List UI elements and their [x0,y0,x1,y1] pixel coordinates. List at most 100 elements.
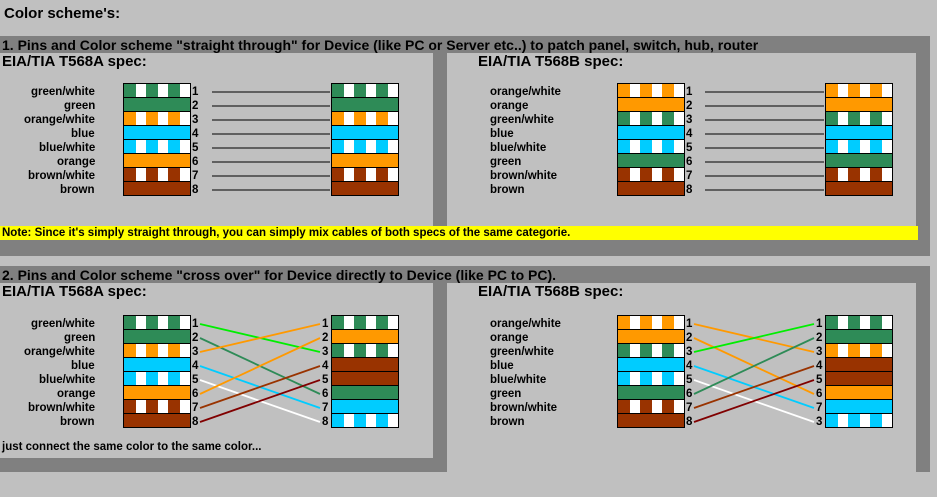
pin-number: 3 [192,346,199,358]
connection-line [199,365,321,409]
pin-number: 5 [192,142,199,154]
pin-number: 3 [686,346,693,358]
wire-brown-white [332,168,398,182]
wire-green [618,154,684,168]
connection-line [693,323,815,353]
wire-brown [332,358,398,372]
wire-blue-white [618,140,684,154]
pin-number: 1 [686,86,693,98]
wire-label: brown [490,416,525,428]
connection-line [199,337,321,395]
rj45-jack [123,315,191,428]
wire-orange [332,154,398,168]
connection-line [693,379,815,423]
wire-brown [332,372,398,386]
pin-number: 5 [816,374,823,386]
pin-number: 4 [816,360,823,372]
wire-blue [618,126,684,140]
wire-green [124,330,190,344]
spec-title: EIA/TIA T568A spec: [2,53,147,70]
wire-blue [124,126,190,140]
wire-label: brown/white [28,170,96,182]
wire-blue-white [332,414,398,427]
cross-over-section: 2. Pins and Color scheme "cross over" fo… [0,266,930,472]
pin-number: 2 [322,332,329,344]
pin-number: 4 [686,128,693,140]
pin-number: 7 [192,170,199,182]
wire-label: green [64,332,96,344]
wire-green [332,386,398,400]
pin-number: 8 [192,184,199,196]
connection-line [199,323,321,353]
wire-label: brown/white [28,402,96,414]
wire-label: green/white [490,114,554,126]
wire-blue [618,358,684,372]
pin-number: 8 [192,416,199,428]
connection-line [693,365,815,409]
connection-lines [693,323,815,423]
wire-orange [124,154,190,168]
pin-number: 8 [322,416,329,428]
pin-number: 6 [816,388,823,400]
wire-label: green/white [31,318,95,330]
wire-blue [124,358,190,372]
wire-label: blue [71,128,95,140]
cross-over-heading: 2. Pins and Color scheme "cross over" fo… [2,267,557,283]
wire-label: orange [490,332,529,344]
wire-blue-white [826,140,892,154]
wire-blue-white [124,372,190,386]
pin-number: 5 [192,374,199,386]
wire-green [124,98,190,112]
wire-blue-white [124,140,190,154]
rj45-jack [331,83,399,196]
connection-line [199,379,321,423]
pin-number: 7 [322,402,329,414]
pin-number: 4 [322,360,329,372]
wire-orange-white [618,84,684,98]
wire-label: brown/white [490,402,558,414]
wire-brown [826,372,892,386]
wire-brown [618,182,684,195]
wire-label: orange/white [24,346,95,358]
wire-green-white [332,316,398,330]
wire-label: green [490,156,522,168]
rj45-jack [331,315,399,428]
wire-label: brown [490,184,525,196]
pin-number: 2 [686,100,693,112]
pin-number: 7 [686,402,693,414]
wire-label: brown [60,184,95,196]
pin-number: 8 [686,416,693,428]
rj45-jack [825,83,893,196]
wire-label: blue [71,360,95,372]
wire-brown-white [124,400,190,414]
pin-number: 3 [192,114,199,126]
rj45-jack [825,315,893,428]
straight-through-section: 1. Pins and Color scheme "straight throu… [0,36,930,256]
wire-blue [332,126,398,140]
wire-label: green/white [490,346,554,358]
pin-number: 4 [192,360,199,372]
wire-orange-white [124,112,190,126]
wire-label: blue/white [490,142,547,154]
wire-green [826,154,892,168]
wire-blue-white [618,372,684,386]
pin-number: 7 [192,402,199,414]
pin-number: 6 [322,388,329,400]
wire-green-white [618,112,684,126]
pin-number: 6 [192,388,199,400]
pin-number: 7 [686,170,693,182]
pin-number: 3 [686,114,693,126]
straight-through-heading: 1. Pins and Color scheme "straight throu… [2,37,759,53]
pin-number: 1 [816,318,823,330]
wire-brown [332,182,398,195]
wire-green [332,98,398,112]
wire-brown [124,182,190,195]
wire-label: green/white [31,86,95,98]
wire-brown-white [618,400,684,414]
wire-orange [826,98,892,112]
wire-orange-white [332,112,398,126]
wire-brown [826,182,892,195]
